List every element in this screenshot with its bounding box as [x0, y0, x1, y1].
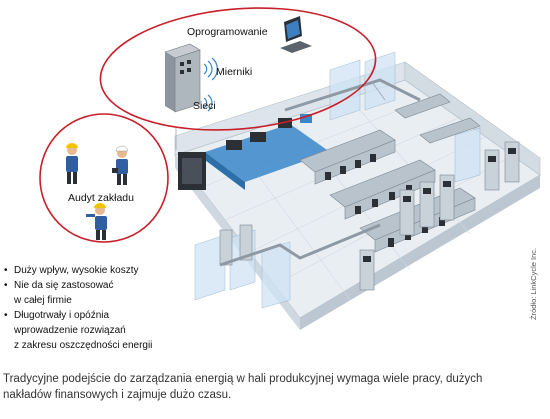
list-item-text: Duży wpływ, wysokie koszty [14, 265, 139, 276]
drawbacks-list: Duży wpływ, wysokie koszty Nie da się za… [3, 263, 152, 353]
factory-diagram [39, 7, 541, 330]
auditor-figure [86, 203, 107, 240]
audit-circle [39, 113, 169, 243]
list-item: Duży wpływ, wysokie koszty [3, 263, 152, 278]
caption-line: Tradycyjne podejście do zarządzania ener… [3, 373, 483, 385]
meters-label: Mierniki [216, 66, 253, 78]
top-ellipse [99, 7, 377, 131]
list-item-text: Nie da się zastosować [14, 280, 114, 291]
network-cabinet [164, 43, 201, 113]
list-item-text: wprowadzenie rozwiązań [14, 325, 126, 336]
machines [219, 78, 520, 291]
auditor-figure [112, 145, 129, 185]
list-item: Długotrwały i opóźnia wprowadzenie rozwi… [3, 308, 152, 353]
list-item-text: w całej firmie [14, 295, 72, 306]
source-credit: Źródło: LinkCycle Inc. [529, 247, 538, 320]
auditor-figure [66, 143, 78, 184]
list-item-text: Długotrwały i opóźnia [14, 310, 110, 321]
plant-audit-label: Audyt zakładu [68, 192, 134, 204]
computer-icon [280, 16, 312, 53]
network-signal-icon [203, 94, 213, 112]
list-item-text: z zakresu oszczędności energii [14, 340, 153, 351]
software-label: Oprogramowanie [187, 26, 268, 38]
caption-line: nakładów finansowych i zajmuje dużo czas… [3, 389, 232, 401]
meters-signal-icon [203, 57, 218, 81]
figure-caption: Tradycyjne podejście do zarządzania ener… [3, 371, 543, 403]
networks-label: Sieci [193, 100, 216, 112]
list-item: Nie da się zastosować w całej firmie [3, 278, 152, 308]
